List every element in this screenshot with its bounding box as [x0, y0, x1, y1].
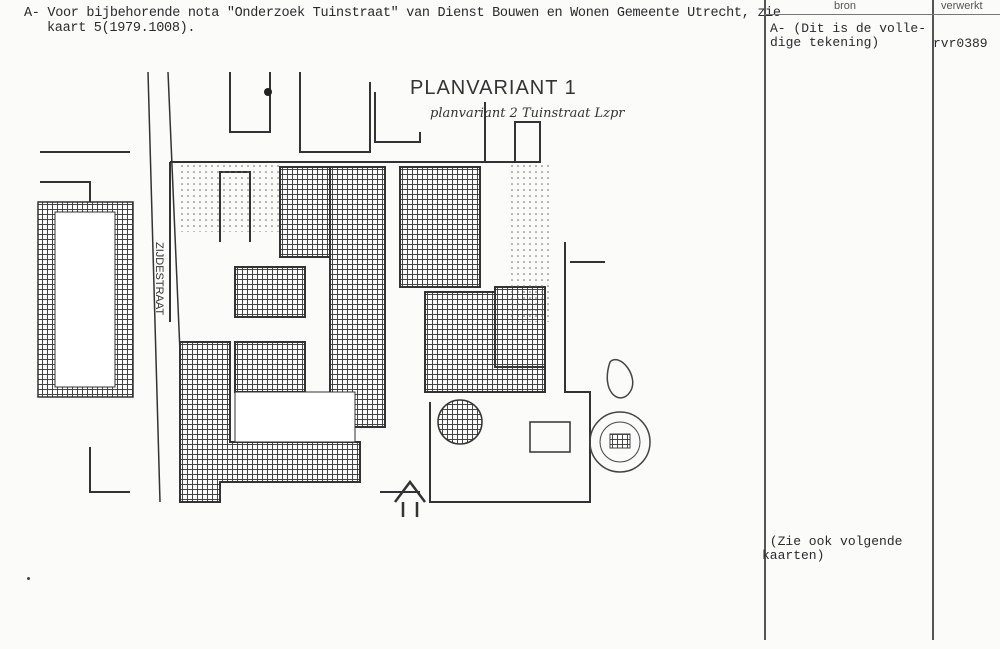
- site-plan-drawing: PLANVARIANT 1 planvariant 2 Tuinstraat L…: [37, 71, 651, 517]
- table-border-left: [764, 0, 766, 640]
- signature: [606, 359, 634, 399]
- speck: [27, 577, 30, 580]
- table-header-rule: [764, 14, 1000, 15]
- source-entry: A- (Dit is de volle- dige tekening): [770, 21, 927, 50]
- header-source: bron: [834, 0, 857, 12]
- table-divider: [932, 0, 934, 640]
- see-also-note: (Zie ook volgende kaarten): [762, 534, 903, 563]
- map-title: PLANVARIANT 1: [410, 77, 577, 99]
- note-line-2: kaart 5(1979.1008).: [47, 21, 196, 36]
- street-label: ZIJDESTRAAT: [153, 242, 165, 315]
- note-line-1: A- Voor bijbehorende nota "Onderzoek Tui…: [24, 6, 781, 21]
- office-stamp: [589, 411, 651, 473]
- header-processed: verwerkt: [941, 0, 983, 12]
- source-note: A- Voor bijbehorende nota "Onderzoek Tui…: [24, 6, 781, 36]
- processed-entry: rvr0389: [933, 36, 988, 51]
- map-subtitle: planvariant 2 Tuinstraat Lzpr: [430, 106, 625, 121]
